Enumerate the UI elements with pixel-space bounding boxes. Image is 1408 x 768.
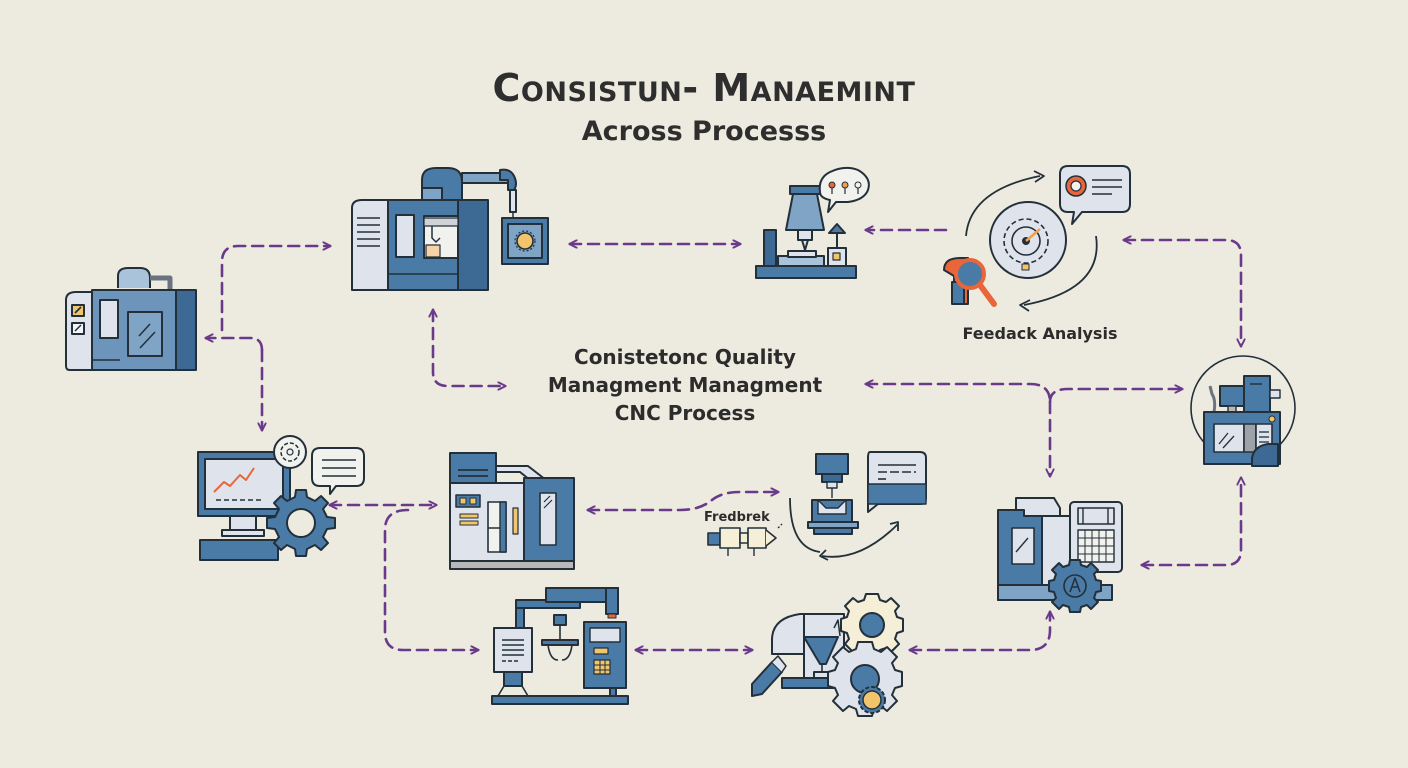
center-label-line: Managment Managment bbox=[547, 373, 823, 397]
automation-controller-icon bbox=[491, 587, 629, 705]
cnc-controller-icon bbox=[997, 497, 1123, 613]
fredbrek-label: Fredbrek bbox=[704, 510, 770, 525]
robotic-cnc-icon bbox=[351, 167, 549, 291]
cnc-machine-circle-icon bbox=[1190, 355, 1296, 467]
center-label-line: CNC Process bbox=[614, 401, 756, 425]
arrow-robot-to-center bbox=[433, 310, 505, 386]
arrow-center-to-right bbox=[866, 384, 1052, 404]
arrow-cabinet-to-automation bbox=[383, 508, 478, 650]
arrow-design-controller bbox=[910, 612, 1050, 650]
feedback-analysis-label: Feedack Analysis bbox=[962, 324, 1118, 343]
monitoring-computer-icon bbox=[197, 435, 365, 561]
arrow-controller-circle-machine bbox=[1142, 478, 1241, 565]
arrow-left-machine-to-robot bbox=[220, 246, 330, 332]
diagram-subtitle: Across Processs bbox=[581, 116, 827, 147]
cnc-machine-icon bbox=[65, 267, 197, 371]
arrow-to-left-machine bbox=[206, 338, 264, 352]
diagram-title: Consistun- Manaemint bbox=[492, 66, 916, 110]
arrow-feedback-right-loop bbox=[1124, 240, 1241, 346]
arrow-cabinet-milling bbox=[588, 492, 778, 510]
design-gears-icon bbox=[751, 593, 904, 717]
milling-feedback-icon bbox=[707, 451, 927, 561]
center-label-line: Conistetonc Quality bbox=[574, 345, 796, 369]
feedback-cycle-icon bbox=[943, 165, 1131, 312]
arrow-center-to-circle-machine bbox=[1048, 389, 1182, 404]
measurement-microscope-icon bbox=[755, 166, 870, 279]
cnc-cabinet-icon bbox=[449, 452, 575, 570]
center-label: Conistetonc Quality Managment Managment … bbox=[500, 343, 870, 427]
